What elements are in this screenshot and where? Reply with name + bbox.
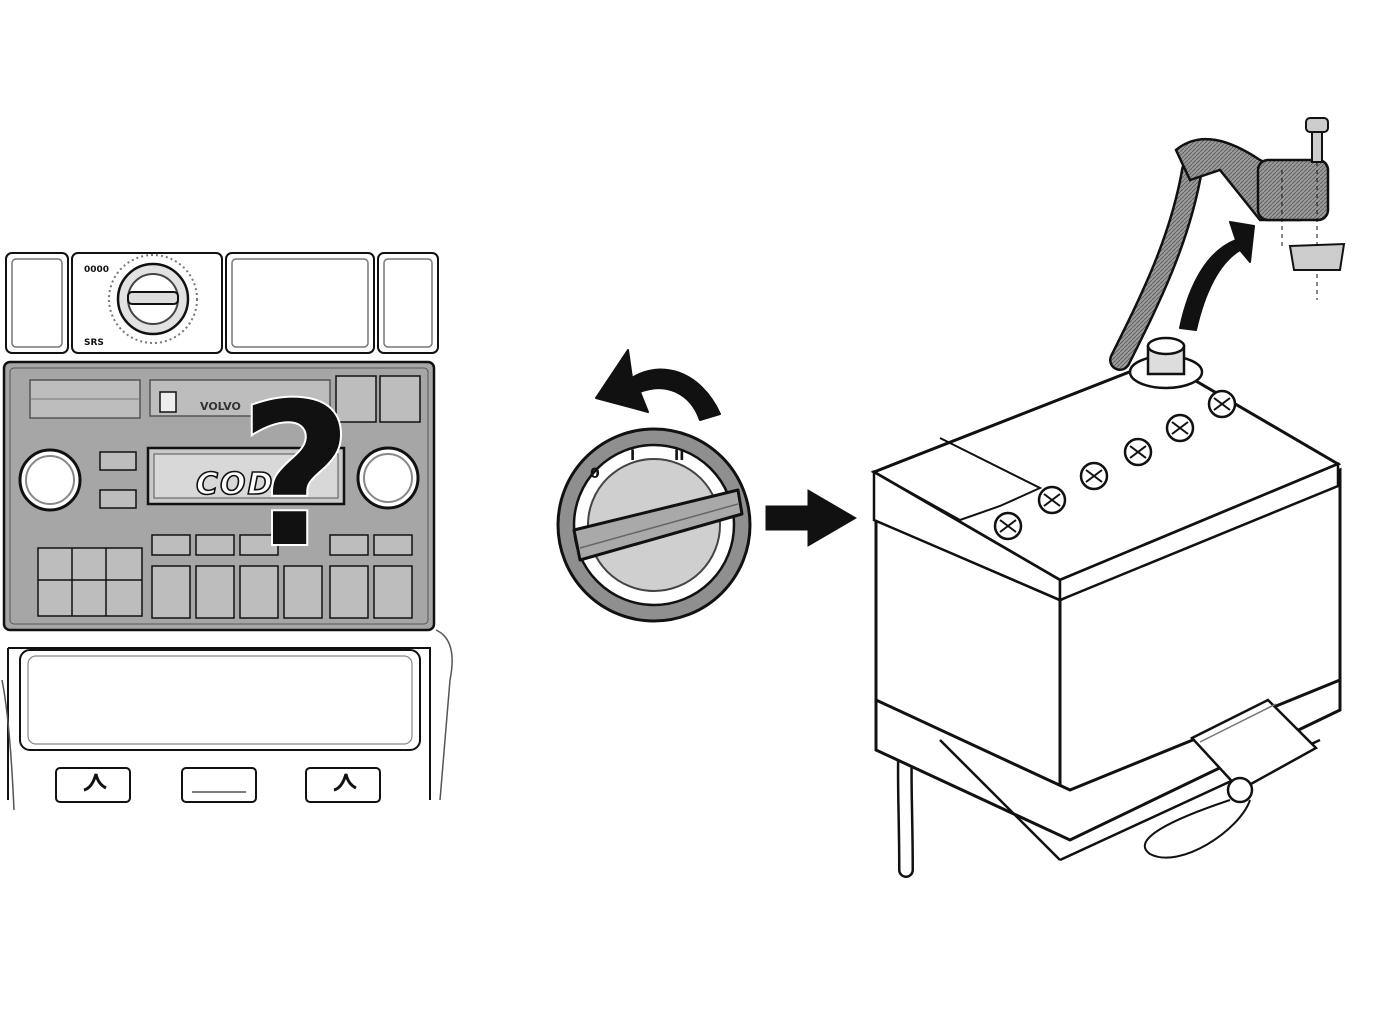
clock-label-bottom: SRS <box>84 338 104 348</box>
center-vent <box>225 252 375 354</box>
key-blade <box>572 488 744 562</box>
battery <box>870 117 1346 878</box>
cassette-slot-icon <box>159 391 177 413</box>
ignition-switch: 0 I II <box>556 349 857 623</box>
turn-back-arrow-icon <box>595 349 721 421</box>
brand-label: VOLVO <box>200 400 241 413</box>
volume-knob <box>18 448 82 512</box>
seat-heater-left-button <box>55 767 131 803</box>
question-mark-icon: ? <box>238 360 354 593</box>
radio-display-text: CODE <box>196 467 297 502</box>
ignition-position-I: I <box>630 448 635 464</box>
left-vent <box>5 252 69 354</box>
seat-heater-right-button <box>305 767 381 803</box>
right-vent <box>377 252 439 354</box>
ignition-position-0: 0 <box>590 466 600 482</box>
battery-vent-caps <box>993 389 1237 541</box>
battery-hold-down-clamp <box>1189 698 1319 792</box>
hazard-button <box>181 767 257 803</box>
remove-cable-arrow-icon <box>1179 221 1255 331</box>
clock-label-top: 0000 <box>84 265 109 275</box>
battery-base <box>874 677 1342 842</box>
terminal-bolt-icon <box>1281 117 1346 300</box>
clock-dial <box>108 254 198 344</box>
tuning-knob <box>356 446 420 510</box>
right-arrow-icon <box>765 489 857 547</box>
dashboard-panel: 0000 SRS VOLVO CO <box>1 252 453 811</box>
battery-terminal-post <box>1128 336 1204 390</box>
ignition-position-II: II <box>674 448 684 464</box>
